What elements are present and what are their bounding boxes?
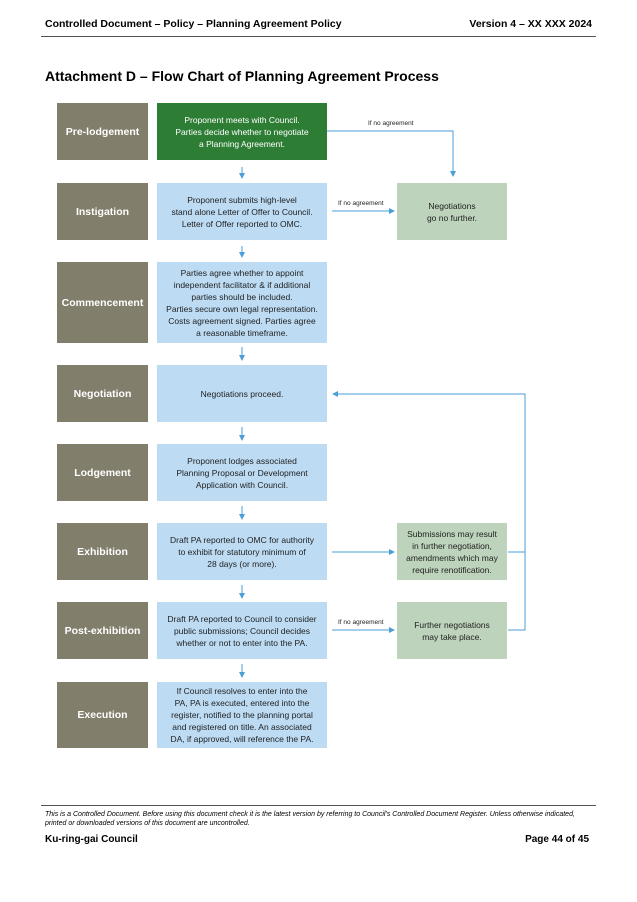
box-exhibition: Draft PA reported to OMC for authority t…	[157, 523, 327, 580]
label-prelodgement-no-agreement: If no agreement	[368, 120, 414, 127]
stage-post-exhibition: Post-exhibition	[57, 602, 148, 659]
header-document-title: Controlled Document – Policy – Planning …	[45, 18, 342, 30]
footer-organisation: Ku-ring-gai Council	[45, 834, 138, 845]
label-postexhibition-no-agreement: If no agreement	[338, 619, 384, 626]
box-instigation: Proponent submits high-level stand alone…	[157, 183, 327, 240]
document-header: Controlled Document – Policy – Planning …	[41, 14, 596, 37]
box-negotiation: Negotiations proceed.	[157, 365, 327, 422]
box-execution: If Council resolves to enter into the PA…	[157, 682, 327, 748]
stage-execution: Execution	[57, 682, 148, 748]
box-pre-lodgement: Proponent meets with Council. Parties de…	[157, 103, 327, 160]
footer-disclaimer: This is a Controlled Document. Before us…	[45, 811, 575, 827]
stage-pre-lodgement: Pre-lodgement	[57, 103, 148, 160]
box-commencement: Parties agree whether to appoint indepen…	[157, 262, 327, 343]
arrow-prelodgement-no-agreement	[327, 130, 456, 177]
box-lodgement: Proponent lodges associated Planning Pro…	[157, 444, 327, 501]
footer-divider	[41, 805, 596, 806]
box-post-exhibition: Draft PA reported to Council to consider…	[157, 602, 327, 659]
side-box-submissions: Submissions may result in further negoti…	[397, 523, 507, 580]
side-box-further-negotiations: Further negotiations may take place.	[397, 602, 507, 659]
label-instigation-no-agreement: If no agreement	[338, 200, 384, 207]
header-version: Version 4 – XX XXX 2024	[469, 18, 592, 30]
stage-lodgement: Lodgement	[57, 444, 148, 501]
side-box-no-further: Negotiations go no further.	[397, 183, 507, 240]
footer-page-number: Page 44 of 45	[525, 834, 589, 845]
page-title: Attachment D – Flow Chart of Planning Ag…	[45, 68, 439, 84]
stage-exhibition: Exhibition	[57, 523, 148, 580]
stage-instigation: Instigation	[57, 183, 148, 240]
stage-commencement: Commencement	[57, 262, 148, 343]
arrow-loop-further-negotiations	[332, 391, 526, 631]
stage-negotiation: Negotiation	[57, 365, 148, 422]
